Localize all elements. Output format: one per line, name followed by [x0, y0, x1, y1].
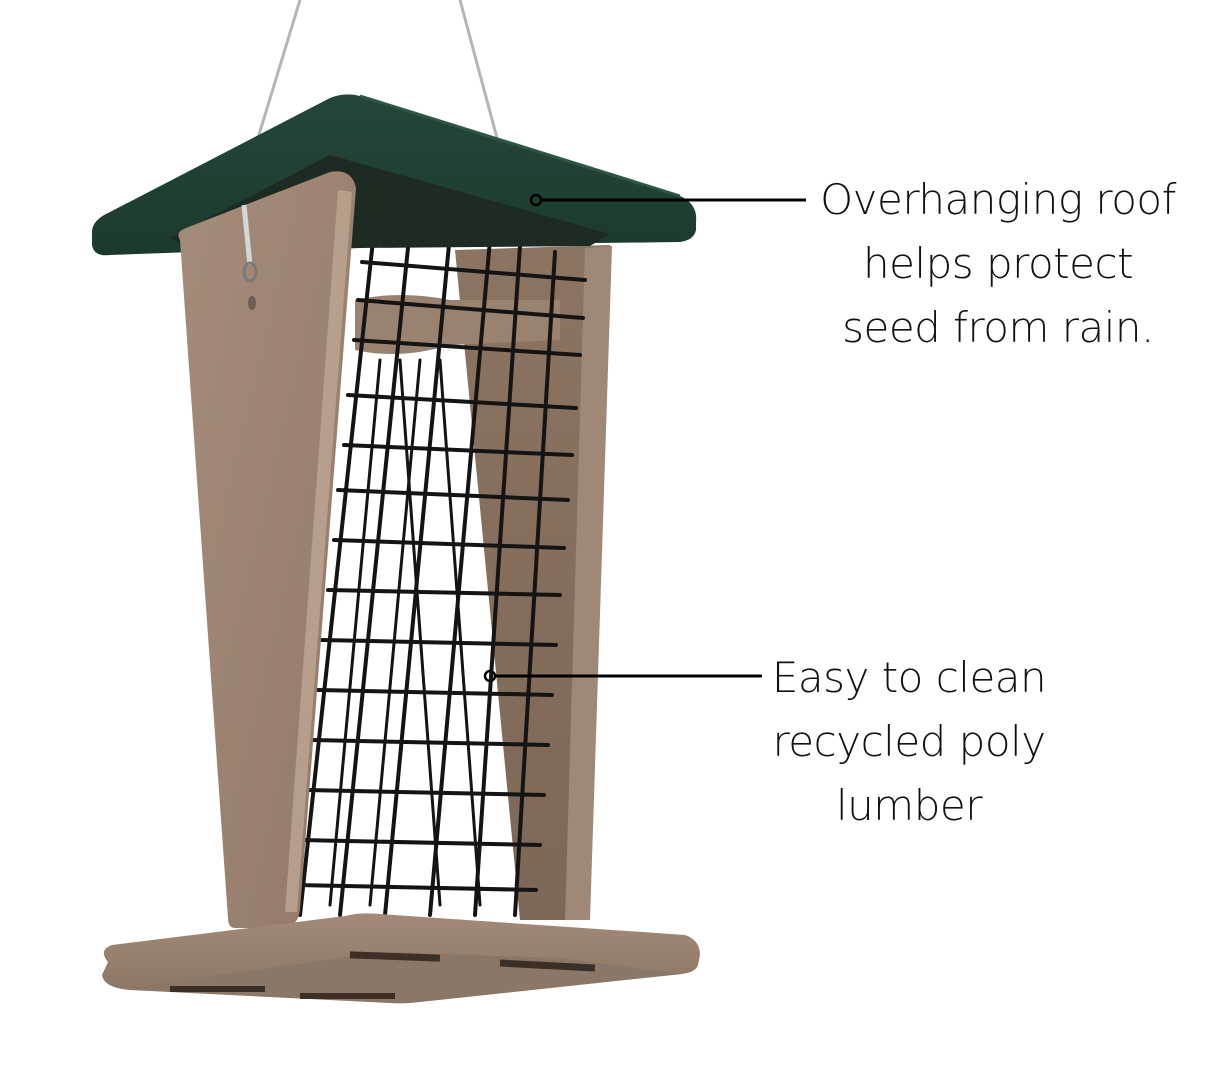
- callout-roof-text: Overhanging roof helps protect seed from…: [808, 168, 1188, 360]
- callout-lumber-line-1: Easy to clean: [771, 653, 1047, 702]
- hanging-cable: [256, 0, 499, 139]
- callout-roof-line-3: seed from rain.: [842, 303, 1154, 352]
- callout-leader-roof: [529, 193, 806, 207]
- wire-mesh-cage: [294, 220, 587, 917]
- callout-roof-line-2: helps protect: [862, 239, 1134, 288]
- front-side-panel: [178, 171, 356, 929]
- callout-roof-line-1: Overhanging roof: [820, 175, 1176, 224]
- callout-lumber-line-2: recycled poly: [772, 717, 1046, 766]
- callout-leader-lumber: [483, 669, 762, 683]
- base-tray: [102, 913, 700, 1004]
- callout-lumber-text: Easy to clean recycled poly lumber: [764, 646, 1054, 838]
- back-side-panel: [355, 245, 612, 920]
- callout-lumber-line-3: lumber: [836, 781, 982, 830]
